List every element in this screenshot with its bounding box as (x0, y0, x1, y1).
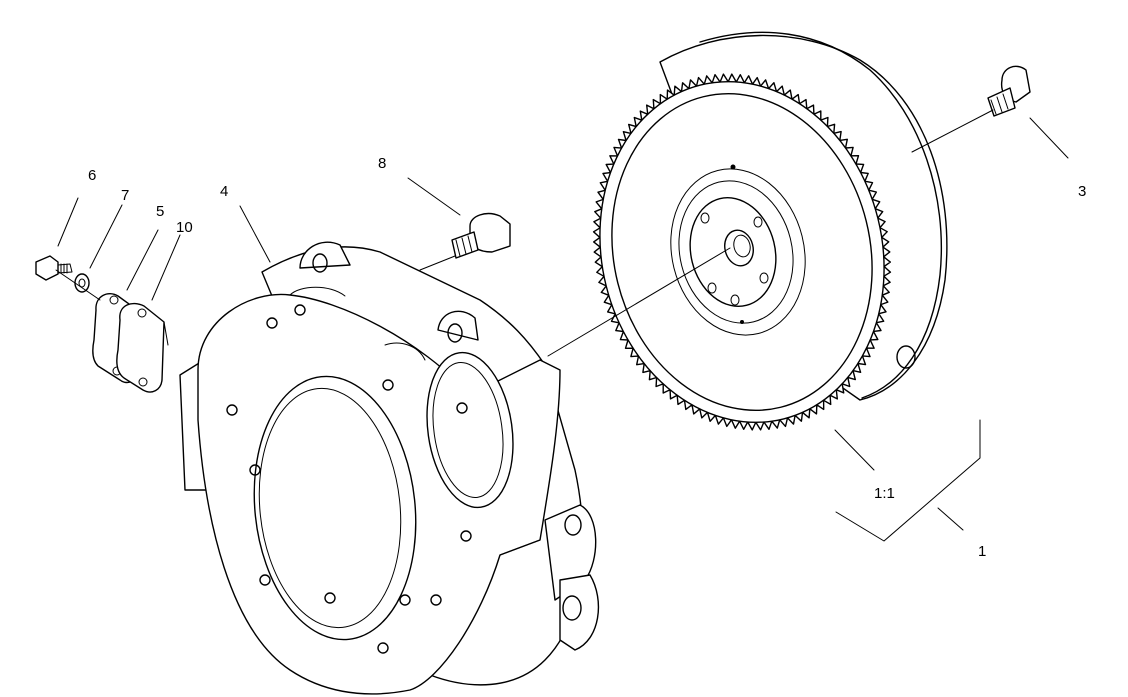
label-part-1: 1 (978, 543, 986, 560)
washer-7 (74, 273, 90, 293)
leader-lines (55, 109, 1069, 542)
label-part-6: 6 (88, 167, 96, 184)
bolt-8 (451, 212, 511, 259)
label-part-5: 5 (156, 203, 164, 220)
flywheel (592, 31, 948, 431)
bolt-3 (987, 65, 1031, 117)
label-part-8: 8 (378, 155, 386, 172)
label-part-7: 7 (121, 187, 129, 204)
label-part-10: 10 (176, 219, 193, 236)
label-part-3: 3 (1078, 183, 1086, 200)
gasket-10 (116, 302, 169, 393)
screw-6 (35, 255, 73, 281)
flywheel-housing (179, 241, 600, 695)
label-part-4: 4 (220, 183, 228, 200)
label-part-1-1: 1:1 (874, 485, 895, 502)
